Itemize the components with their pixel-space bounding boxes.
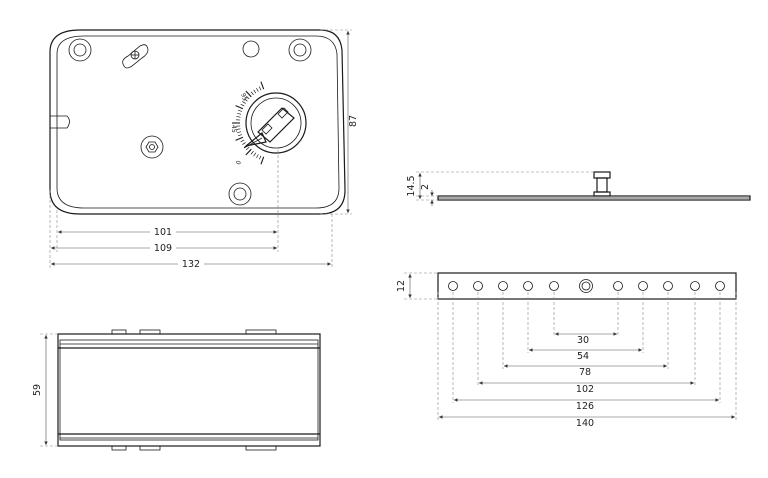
plate-holes bbox=[448, 279, 725, 293]
scale-tick bbox=[237, 112, 242, 115]
scale-label-middle: 45 bbox=[230, 125, 237, 133]
mounting-slot bbox=[50, 115, 70, 129]
scale-tick bbox=[243, 98, 248, 102]
scale-tick bbox=[242, 101, 246, 104]
plate-hole bbox=[715, 281, 725, 291]
dim-spacing-102: 102 bbox=[576, 384, 594, 395]
scale-tick bbox=[246, 95, 250, 100]
plate-hole bbox=[448, 281, 458, 291]
top-view-inner-outline bbox=[56, 35, 340, 209]
scale-tick bbox=[237, 134, 243, 137]
plate-hole bbox=[473, 281, 483, 291]
scale-tick bbox=[235, 136, 244, 141]
center-screw bbox=[140, 135, 164, 159]
scale-label-upper: 95 bbox=[239, 92, 248, 102]
mounting-hole-bottom bbox=[228, 182, 252, 206]
scale-tick bbox=[236, 116, 241, 118]
dim-width-109: 109 bbox=[154, 243, 172, 254]
dim-spacing-54: 54 bbox=[577, 351, 589, 362]
dim-spacing-30: 30 bbox=[577, 335, 589, 346]
scale-tick bbox=[256, 154, 259, 159]
scale-tick bbox=[260, 81, 265, 90]
plate-hole bbox=[498, 281, 508, 291]
top-view: 95 45 0 87 101 109 132 bbox=[49, 29, 359, 270]
dim-width-101: 101 bbox=[154, 227, 172, 238]
plate-spacing-dimensions bbox=[437, 292, 737, 420]
scale-tick bbox=[235, 105, 244, 110]
plate-hole bbox=[613, 281, 623, 291]
mounting-hole-top-right bbox=[288, 38, 312, 62]
mounting-hole-top-left bbox=[68, 38, 92, 62]
scale-tick bbox=[236, 128, 241, 130]
scale-tick bbox=[237, 109, 243, 112]
scale-tick bbox=[240, 103, 245, 107]
top-center-hole bbox=[242, 40, 260, 58]
scale-tick bbox=[242, 142, 246, 145]
shaft-coupling bbox=[243, 92, 307, 154]
scale-tick bbox=[256, 87, 259, 92]
dim-spacing-78: 78 bbox=[579, 367, 591, 378]
plate-hole bbox=[638, 281, 648, 291]
dim-width-132: 132 bbox=[182, 259, 200, 270]
scale-tick bbox=[237, 131, 242, 134]
scale-tick bbox=[258, 155, 262, 160]
side-view-stud bbox=[593, 171, 611, 197]
plate-center-stud-outer bbox=[579, 279, 593, 293]
front-view: 59 bbox=[32, 329, 321, 451]
plate-hole bbox=[549, 281, 559, 291]
plate-hole bbox=[523, 281, 533, 291]
dim-spacing-140: 140 bbox=[576, 418, 594, 429]
scale-tick bbox=[250, 150, 254, 155]
manual-release-slot bbox=[122, 44, 149, 69]
plate-hole bbox=[663, 281, 673, 291]
plate-center-stud-inner bbox=[581, 281, 591, 291]
dim-height-59: 59 bbox=[32, 384, 43, 396]
plate-hole bbox=[690, 281, 700, 291]
dim-height-14-5: 14.5 bbox=[406, 175, 417, 196]
scale-tick bbox=[245, 90, 252, 98]
scale-tick bbox=[258, 86, 262, 91]
scale-tick bbox=[253, 152, 257, 157]
dim-spacing-126: 126 bbox=[576, 401, 594, 412]
dim-height-12: 12 bbox=[396, 280, 407, 292]
scale-tick bbox=[250, 91, 254, 96]
side-view: 14.5 2 bbox=[406, 171, 751, 206]
scale-tick bbox=[240, 139, 245, 143]
position-scale bbox=[232, 81, 265, 165]
plate-view: 12 30 54 78 102 126 140 bbox=[396, 272, 737, 429]
dim-height-87: 87 bbox=[348, 115, 359, 127]
scale-tick bbox=[253, 89, 257, 94]
scale-tick bbox=[245, 148, 252, 156]
scale-tick bbox=[246, 146, 250, 151]
scale-tick bbox=[260, 156, 265, 165]
dim-height-2: 2 bbox=[420, 184, 431, 190]
scale-label-lower: 0 bbox=[234, 159, 242, 165]
